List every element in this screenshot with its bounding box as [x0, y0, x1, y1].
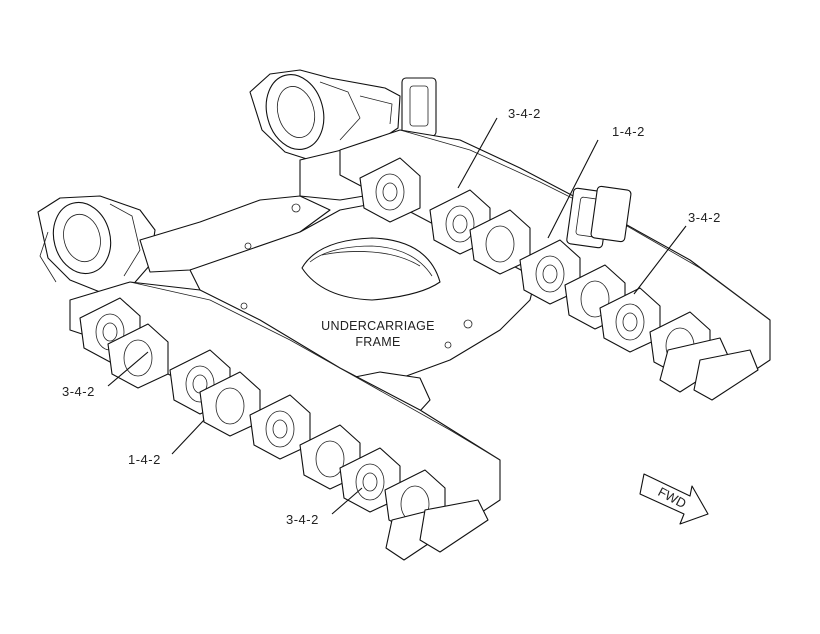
frame-label-line2: FRAME — [355, 335, 400, 349]
callout-lower-mid: 1-4-2 — [128, 452, 161, 467]
fwd-arrow-icon: FWD — [639, 473, 709, 525]
rear-mount-lower — [37, 195, 156, 293]
frame-label-line1: UNDERCARRIAGE — [321, 319, 435, 333]
callout-upper-right: 3-4-2 — [688, 210, 721, 225]
callout-leaders — [107, 117, 687, 515]
callout-upper-left: 3-4-2 — [508, 106, 541, 121]
callout-lower-right: 3-4-2 — [286, 512, 319, 527]
rear-mount-upper — [249, 69, 437, 161]
callout-lower-left: 3-4-2 — [62, 384, 95, 399]
rollers-upper — [359, 157, 759, 401]
callout-upper-mid: 1-4-2 — [612, 124, 645, 139]
rollers-lower — [79, 297, 489, 561]
